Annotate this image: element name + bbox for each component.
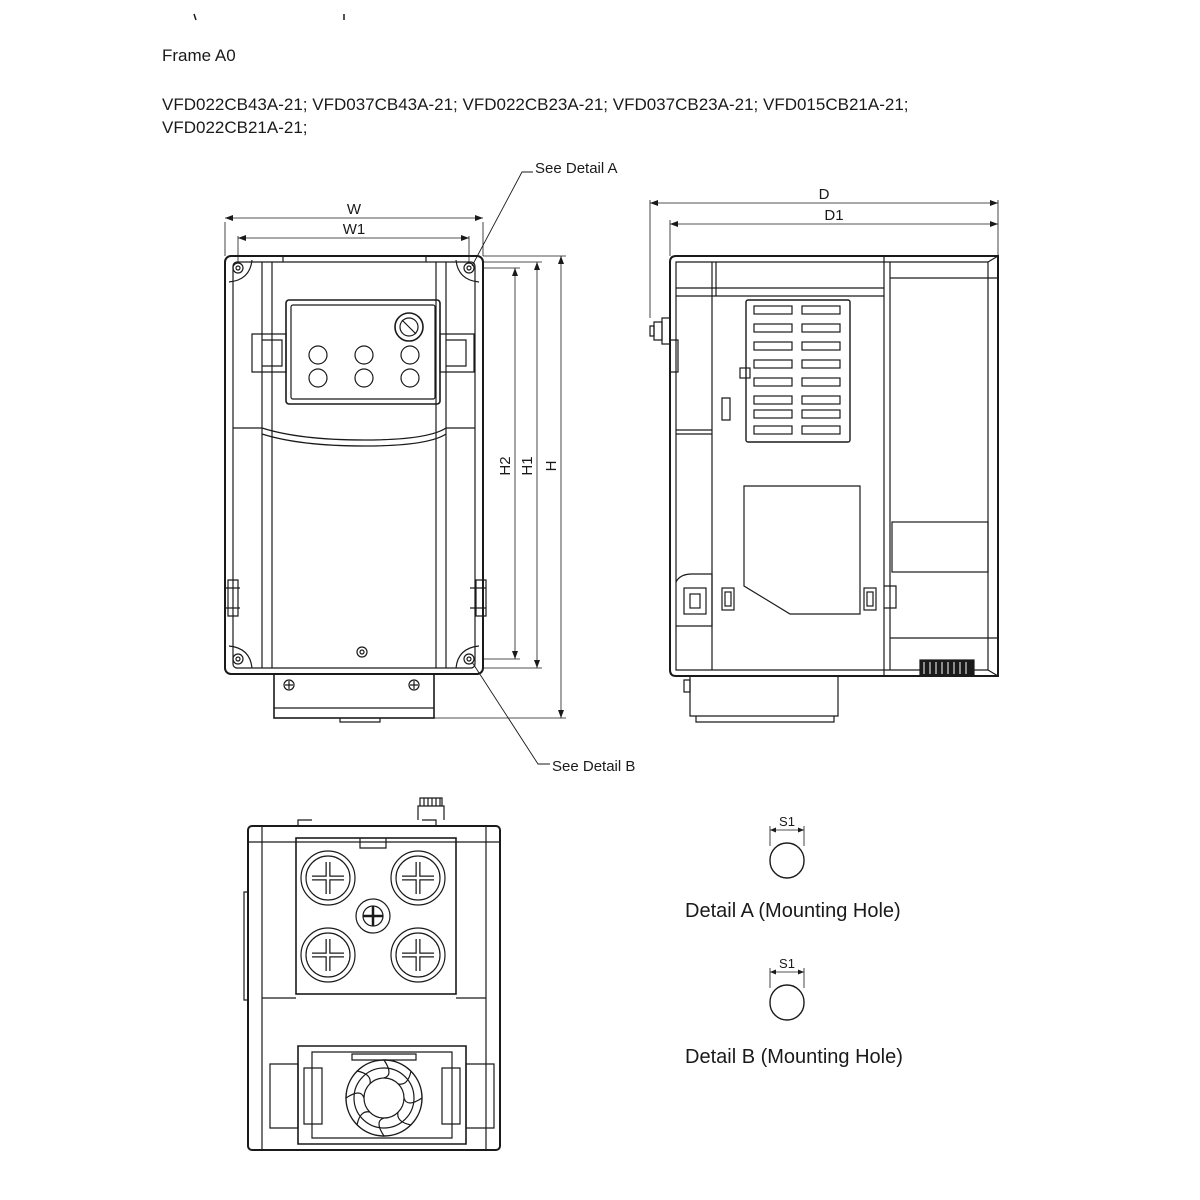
keypad-button bbox=[354, 345, 374, 365]
label-area bbox=[743, 485, 861, 615]
mounting-hole-slot-b bbox=[769, 984, 805, 1021]
cable-gland bbox=[300, 927, 356, 983]
terminal-plate bbox=[295, 837, 457, 995]
keypad-button bbox=[308, 368, 328, 388]
mounting-hole bbox=[463, 262, 475, 274]
keypad-button bbox=[400, 345, 420, 365]
keypad-button bbox=[354, 368, 374, 388]
dim-label-w: W bbox=[347, 201, 362, 218]
dim-label-h1: H1 bbox=[519, 456, 536, 475]
cable-gland bbox=[390, 927, 446, 983]
dim-label-d1: D1 bbox=[824, 207, 843, 224]
mounting-hole bbox=[232, 653, 244, 665]
model-list-line-2: VFD022CB21A-21; bbox=[162, 118, 308, 137]
front-body-outline bbox=[224, 255, 484, 675]
mounting-hole-slot-a bbox=[769, 842, 805, 879]
callout-see-detail-a: See Detail A bbox=[535, 160, 618, 177]
keypad-button bbox=[308, 345, 328, 365]
ground-screw bbox=[355, 898, 391, 934]
control-knob bbox=[394, 312, 424, 342]
bottom-body-outline bbox=[247, 825, 501, 1151]
cover-screw bbox=[356, 646, 368, 658]
dim-label-h: H bbox=[543, 461, 560, 472]
bottom-view bbox=[243, 797, 501, 1151]
mounting-hole bbox=[232, 262, 244, 274]
model-list-line-1: VFD022CB43A-21; VFD037CB43A-21; VFD022CB… bbox=[162, 95, 909, 114]
front-view: W W1 H2 H1 H See Detail A See Detail B bbox=[224, 160, 635, 775]
keypad-button bbox=[400, 368, 420, 388]
detail-b-dimension: S1 bbox=[779, 956, 795, 971]
vent-panel bbox=[745, 299, 851, 443]
detail-b-label: Detail B (Mounting Hole) bbox=[685, 1046, 903, 1068]
detail-a: S1 Detail A (Mounting Hole) bbox=[685, 814, 901, 922]
dim-label-d: D bbox=[819, 186, 830, 203]
side-view: D D1 bbox=[649, 186, 999, 723]
bottom-block bbox=[273, 673, 435, 719]
mounting-hole bbox=[463, 653, 475, 665]
dim-label-h2: H2 bbox=[497, 456, 514, 475]
side-body-outline bbox=[669, 255, 999, 677]
detail-b: S1 Detail B (Mounting Hole) bbox=[685, 956, 903, 1068]
cable-gland bbox=[390, 850, 446, 906]
detail-a-dimension: S1 bbox=[779, 814, 795, 829]
dim-label-w1: W1 bbox=[343, 221, 366, 238]
cable-gland bbox=[300, 850, 356, 906]
frame-title: Frame A0 bbox=[162, 46, 236, 65]
vent-slots bbox=[753, 305, 841, 435]
callout-see-detail-b: See Detail B bbox=[552, 758, 635, 775]
detail-a-label: Detail A (Mounting Hole) bbox=[685, 900, 901, 922]
